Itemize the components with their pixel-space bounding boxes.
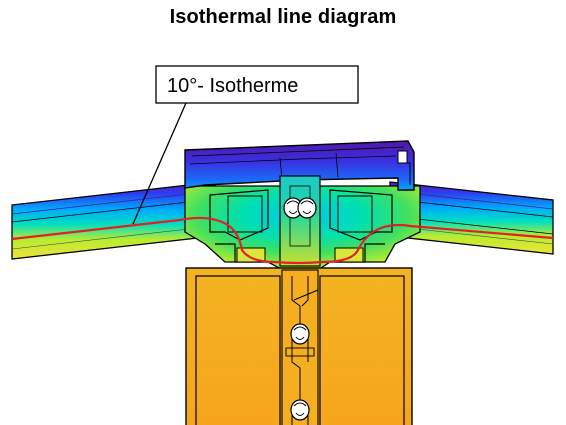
diagram-title: Isothermal line diagram	[169, 6, 397, 28]
left-glazing-slab	[11, 181, 216, 260]
isotherm-callout: 10°- Isotherme	[155, 65, 359, 104]
callout-leader	[132, 102, 187, 225]
connector-screw-lower	[290, 399, 310, 421]
isotherm-callout-label: 10°- Isotherme	[167, 75, 298, 97]
connector-screw-upper	[290, 323, 310, 345]
mullion-frame	[185, 267, 413, 425]
top-cap	[184, 140, 415, 191]
isotherm-10-line	[11, 216, 554, 265]
inner-profiles	[209, 175, 393, 267]
gasket-screw-right	[297, 197, 317, 219]
